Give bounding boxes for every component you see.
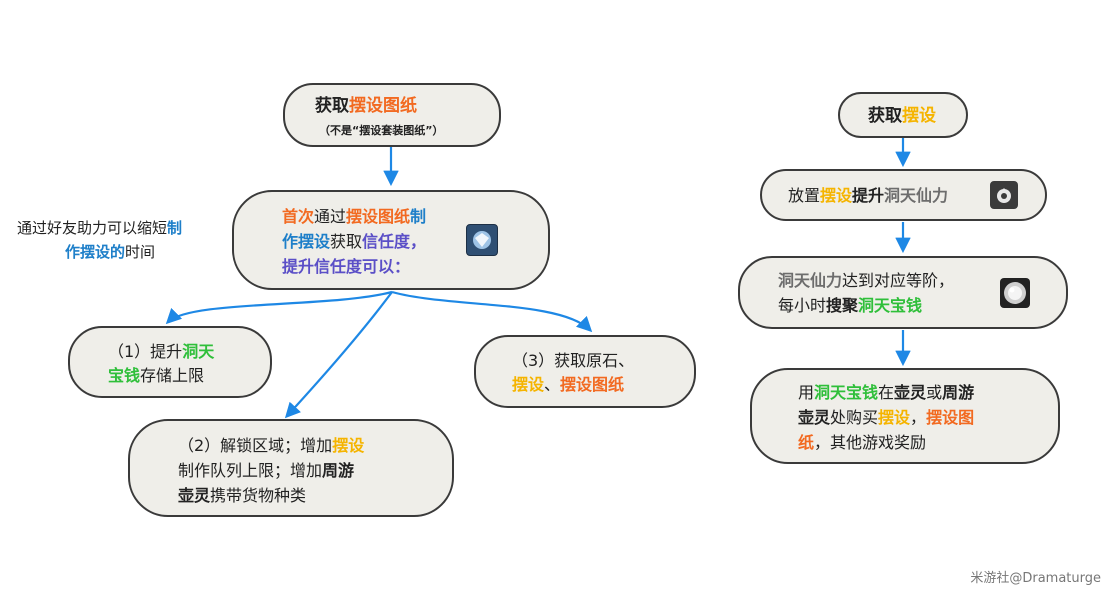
effect-1-node: （1）提升洞天 宝钱存储上限 — [68, 326, 272, 398]
friend-help-note: 通过好友助力可以缩短制 作摆设的时间 — [17, 219, 183, 261]
adeptal-energy-icon — [990, 181, 1018, 209]
trust-node: 首次通过摆设图纸制 作摆设获取信任度， 提升信任度可以： — [232, 190, 550, 290]
watermark: 米游社@Dramaturge — [970, 571, 1101, 586]
arrow-mid-to-node3 — [391, 290, 593, 333]
place-furnishing-node: 放置摆设提升洞天仙力 — [760, 169, 1047, 221]
obtain-blueprint-node: 获取摆设图纸 （不是“摆设套装图纸”） — [283, 83, 501, 147]
obtain-label: 获取 — [315, 96, 349, 116]
realm-currency-icon — [1000, 278, 1030, 308]
effect-3-node: （3）获取原石、 摆设、摆设图纸 — [474, 335, 696, 408]
not-set-blueprint-note: （不是“摆设套装图纸”） — [319, 124, 444, 137]
effect-2-node: （2）解锁区域；增加摆设 制作队列上限；增加周游 壶灵携带货物种类 — [128, 419, 454, 517]
arrow-mid-to-node1 — [165, 290, 393, 325]
obtain-furnishing-node: 获取摆设 — [838, 92, 968, 138]
trust-icon — [466, 224, 498, 256]
arrow-mid-to-node2 — [284, 291, 393, 419]
blueprint-label: 摆设图纸 — [349, 96, 417, 116]
realm-currency-node: 洞天仙力达到对应等阶， 每小时搜聚洞天宝钱 — [738, 256, 1068, 329]
purchase-node: 用洞天宝钱在壶灵或周游 壶灵处购买摆设，摆设图 纸，其他游戏奖励 — [750, 368, 1060, 464]
